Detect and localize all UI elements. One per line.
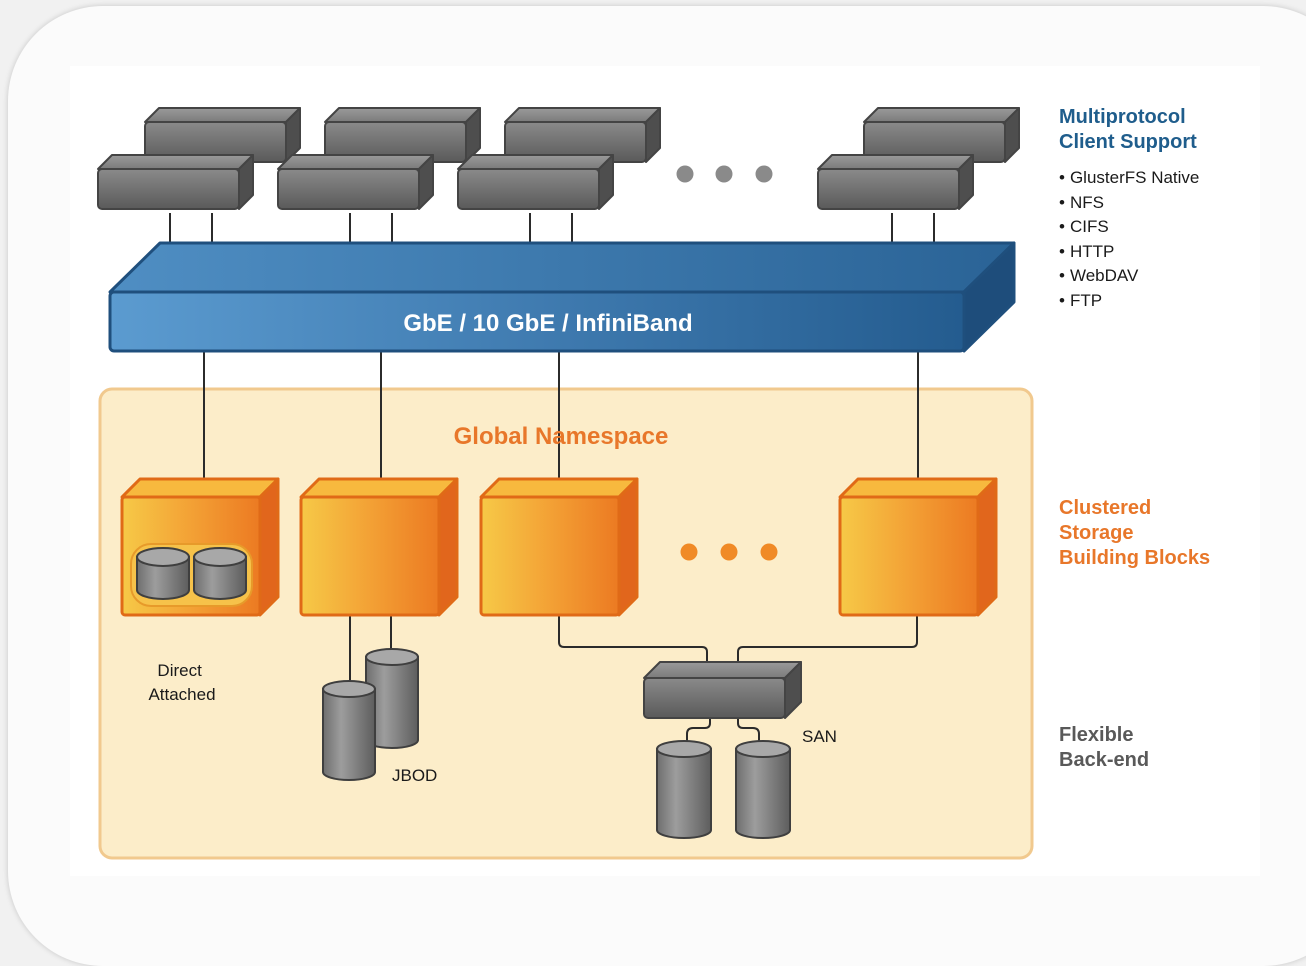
- direct-attached-label: Direct Attached: [148, 661, 215, 704]
- san-label: SAN: [802, 727, 837, 746]
- storage-nodes: [120, 477, 998, 617]
- client-server-icon: [97, 154, 254, 210]
- storage-node-icon: [479, 477, 639, 617]
- client-server-icon: [277, 154, 434, 210]
- protocol-list: GlusterFS Native NFS CIFS HTTP WebDAV FT…: [1059, 166, 1199, 314]
- backend-heading: Flexible Back-end: [1059, 724, 1150, 771]
- san-disks: [656, 740, 791, 839]
- disk-cylinder-icon: [365, 648, 419, 749]
- namespace-label: Global Namespace: [454, 423, 669, 450]
- protocol-item: CIFS: [1059, 215, 1199, 240]
- protocol-item: NFS: [1059, 191, 1199, 216]
- jbod-label: JBOD: [392, 766, 437, 785]
- client-server-icon: [144, 107, 301, 163]
- protocol-item: HTTP: [1059, 240, 1199, 265]
- protocol-item: FTP: [1059, 289, 1199, 314]
- storage-ellipsis: [680, 543, 778, 561]
- client-server-icon: [457, 154, 614, 210]
- client-ellipsis: [676, 165, 773, 183]
- client-server-icon: [324, 107, 481, 163]
- disk-cylinder-icon: [136, 547, 190, 600]
- network-label: GbE / 10 GbE / InfiniBand: [403, 310, 692, 337]
- client-support-heading: Multiprotocol Client Support: [1059, 106, 1197, 153]
- network-bar: [108, 241, 1016, 353]
- storage-node-icon: [299, 477, 459, 617]
- protocol-item: WebDAV: [1059, 264, 1199, 289]
- client-server-icon: [863, 107, 1020, 163]
- storage-heading: Clustered Storage Building Blocks: [1059, 497, 1211, 569]
- direct-attached-disks: [130, 543, 253, 607]
- disk-cylinder-icon: [322, 680, 376, 781]
- protocol-item: GlusterFS Native: [1059, 166, 1199, 191]
- jbod-disks: [322, 648, 419, 781]
- disk-cylinder-icon: [193, 547, 247, 600]
- disk-cylinder-icon: [735, 740, 791, 839]
- storage-node-icon: [838, 477, 998, 617]
- global-namespace-panel: [98, 387, 1034, 860]
- san-switch-icon: [643, 661, 802, 719]
- client-server-icon: [817, 154, 974, 210]
- client-server-icon: [504, 107, 661, 163]
- architecture-diagram: GbE / 10 GbE / InfiniBand Global Namespa…: [97, 107, 1034, 860]
- disk-cylinder-icon: [656, 740, 712, 839]
- client-servers: [97, 107, 1020, 210]
